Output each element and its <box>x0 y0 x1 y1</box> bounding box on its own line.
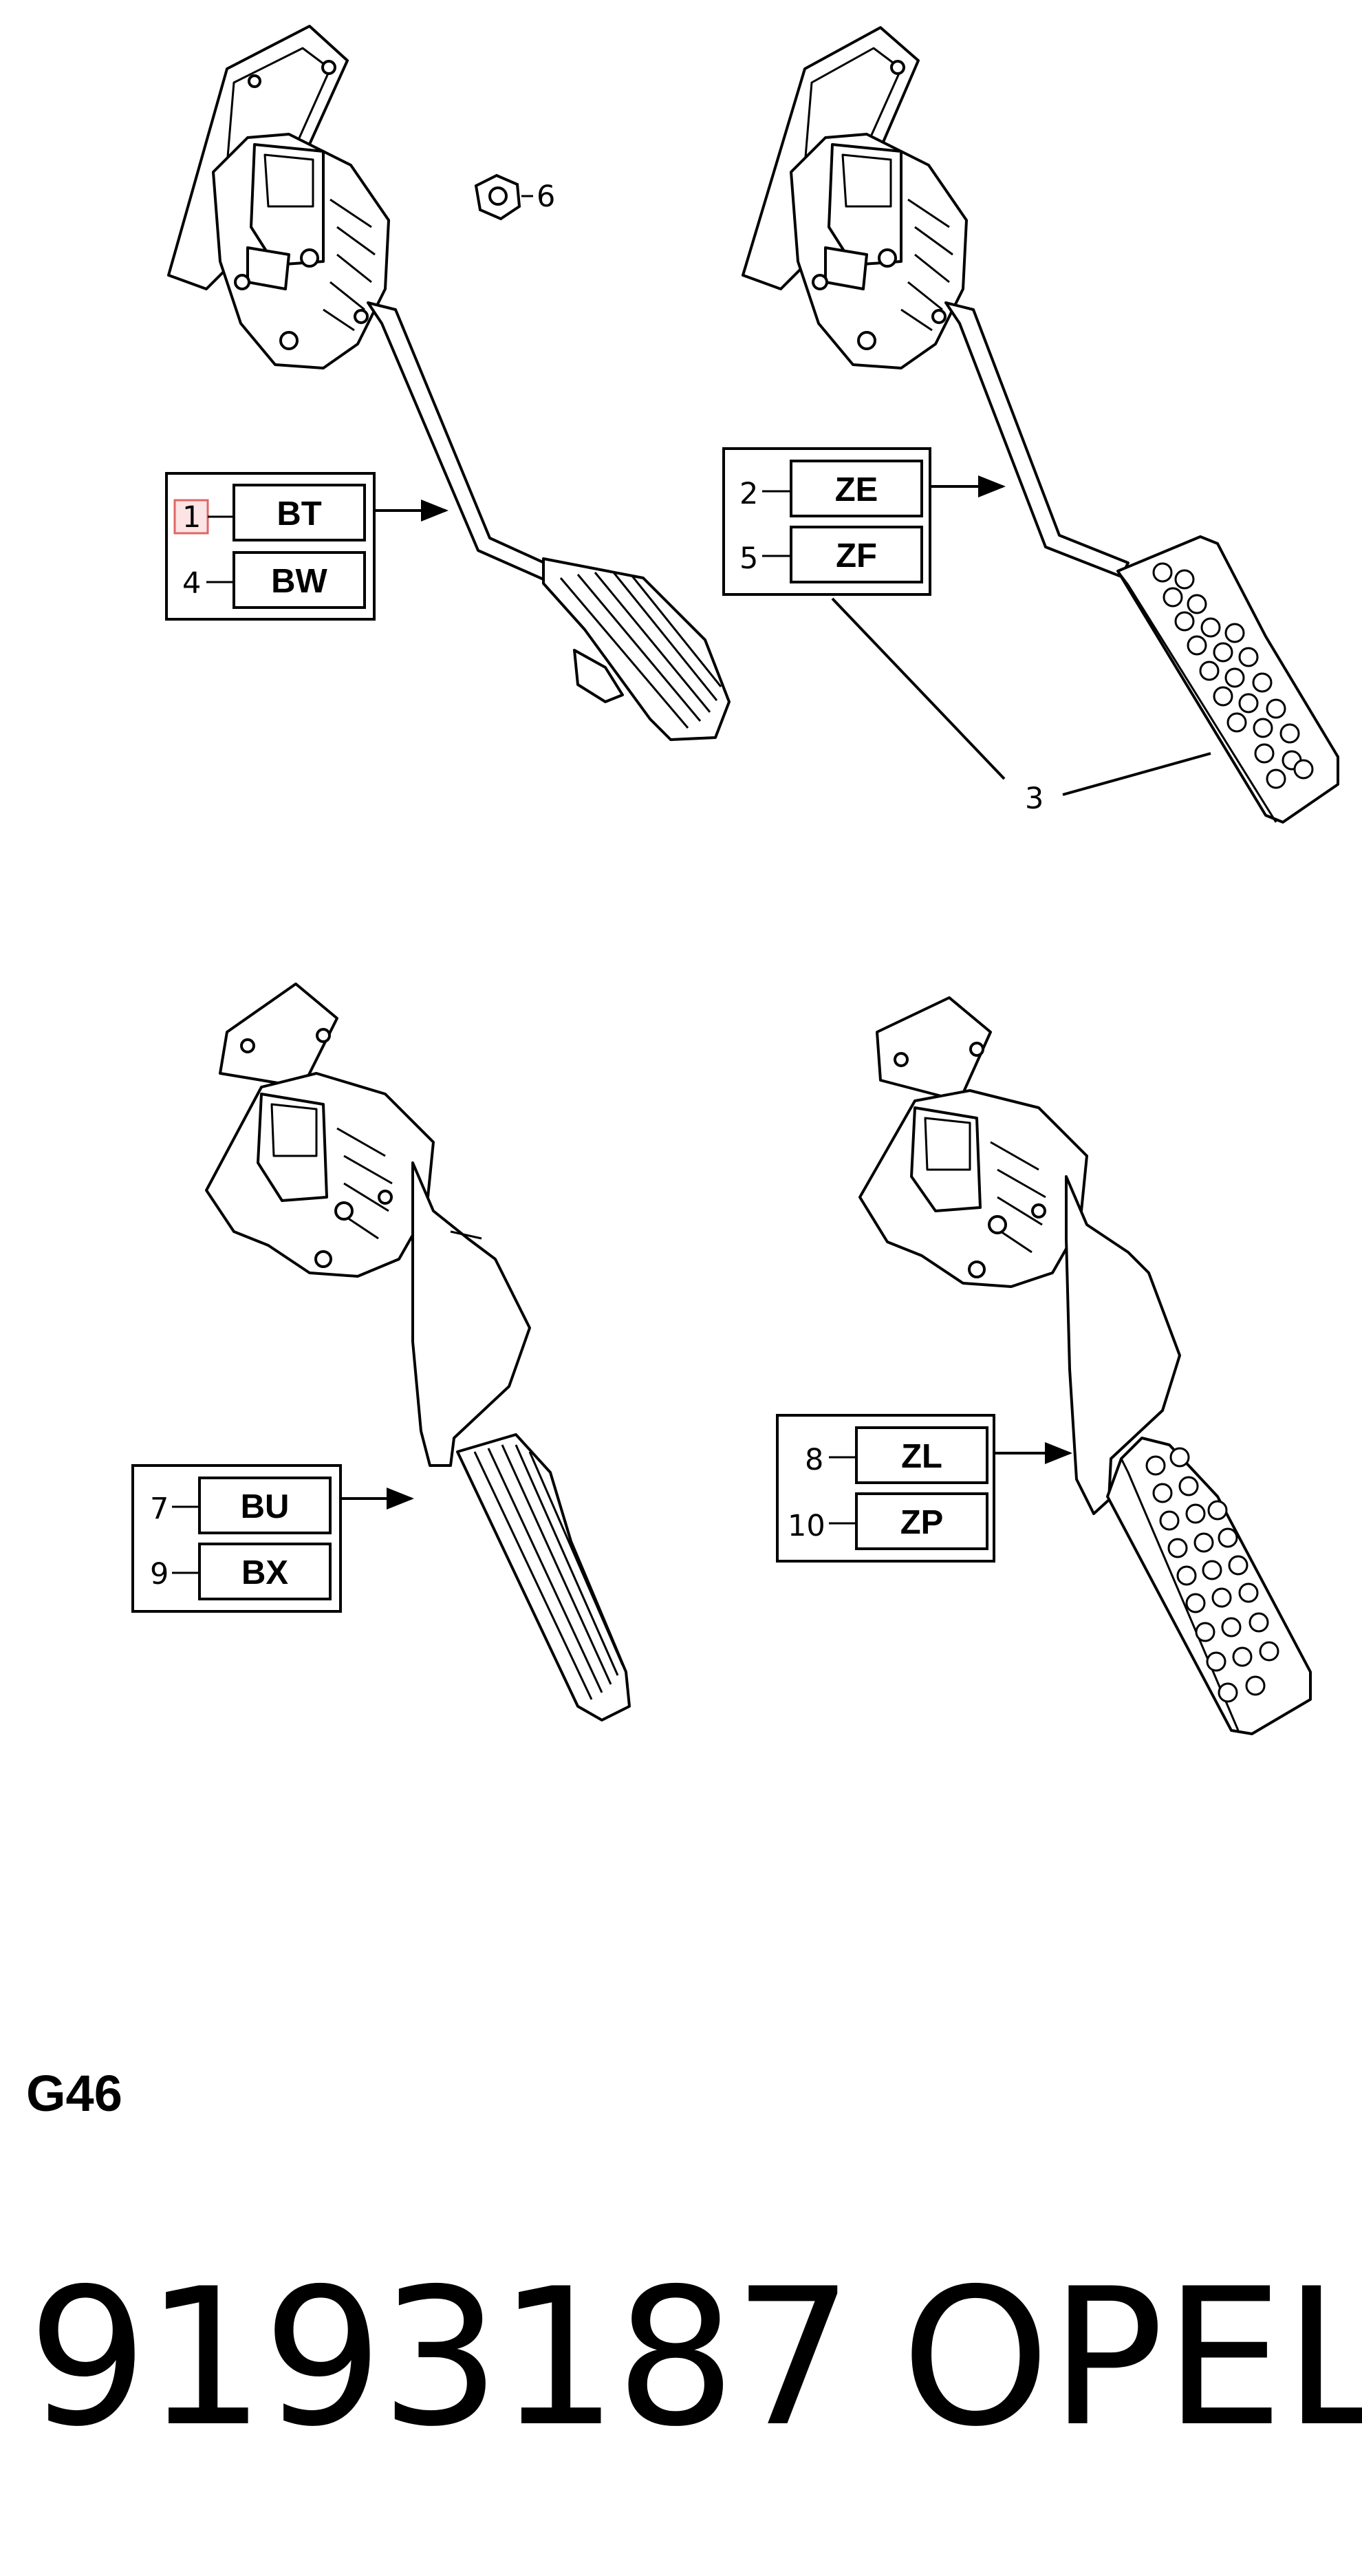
code-bu: BU <box>241 1488 290 1525</box>
pedal-assembly-zl <box>858 996 1312 1735</box>
ref-box-frame-d <box>776 1414 995 1563</box>
leader-3-a <box>831 597 1006 780</box>
pedal-assembly-bu <box>205 983 631 1721</box>
callout-7: 7 <box>150 1492 169 1526</box>
leader-3-b <box>1062 752 1211 796</box>
code-box-ze[interactable] <box>790 460 923 517</box>
callout-5: 5 <box>739 541 758 576</box>
code-zl: ZL <box>901 1438 942 1475</box>
section-code: G46 <box>26 2065 122 2122</box>
callout-6: 6 <box>537 180 555 214</box>
nut-part <box>474 173 521 221</box>
callout-1: 1 <box>182 500 201 535</box>
code-box-zf[interactable] <box>790 526 923 583</box>
brand-name: OPEL <box>901 2248 1362 2468</box>
part-number: 9193187 <box>28 2248 854 2468</box>
code-box-zp[interactable] <box>855 1492 988 1550</box>
callout-8: 8 <box>805 1443 823 1477</box>
code-ze: ZE <box>835 471 878 508</box>
code-box-bx[interactable] <box>198 1543 332 1600</box>
code-box-bu[interactable] <box>198 1477 332 1534</box>
ref-box-frame-b <box>722 447 931 596</box>
code-box-zl[interactable] <box>855 1426 988 1484</box>
code-zp: ZP <box>900 1504 944 1541</box>
ref-box-frame-c <box>131 1464 342 1613</box>
code-box-bw[interactable] <box>233 551 366 609</box>
ref-box-frame-a <box>165 472 376 621</box>
pedal-dots-lower <box>1145 1447 1279 1703</box>
pedal-assembly-bt <box>167 25 731 741</box>
callout-10: 10 <box>788 1509 825 1543</box>
callout-9: 9 <box>150 1557 169 1591</box>
code-bw: BW <box>271 563 327 600</box>
code-zf: ZF <box>836 537 877 575</box>
callout-2: 2 <box>739 477 758 511</box>
code-bx: BX <box>241 1554 288 1591</box>
code-bt: BT <box>277 495 321 533</box>
pedal-assembly-ze <box>742 26 1339 824</box>
callout-3: 3 <box>1025 782 1044 816</box>
callout-4: 4 <box>182 566 201 601</box>
pedal-dots <box>1152 562 1314 789</box>
code-box-bt[interactable] <box>233 484 366 541</box>
highlight-marker <box>173 499 209 535</box>
